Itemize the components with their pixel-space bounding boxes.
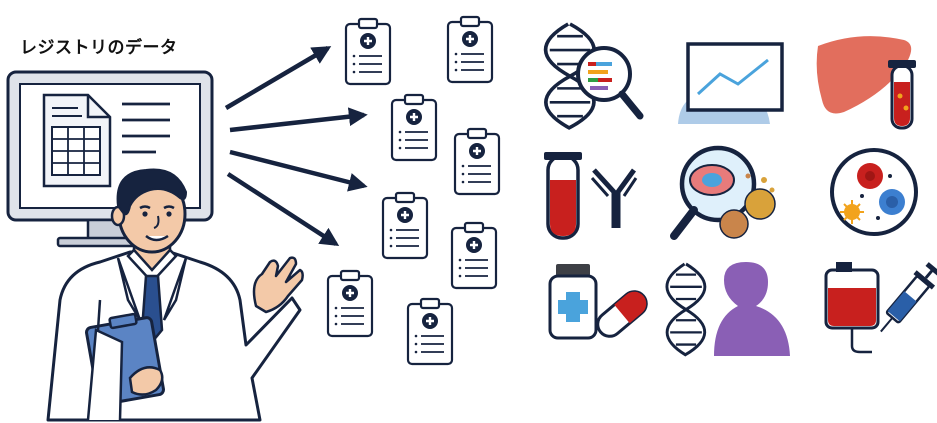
line-chart-presentation-icon — [678, 42, 784, 124]
dna-magnifier-icon — [543, 22, 644, 131]
arrow-icon — [224, 46, 368, 247]
spreadsheet-document-icon — [42, 93, 170, 188]
pill-bottle-capsule-icon — [548, 264, 648, 340]
liver-blood-tube-icon — [816, 36, 916, 130]
blood-cells-dish-icon — [830, 148, 918, 236]
registry-data-title: レジストリのデータ — [20, 38, 178, 58]
blood-tube-antibody-icon — [544, 152, 638, 240]
blood-bag-syringe-icon — [824, 262, 937, 354]
medical-clipboard-icon — [326, 15, 501, 366]
dna-human-silhouette-icon — [665, 262, 790, 357]
doctor-with-clipboard-icon — [46, 168, 304, 422]
cell-magnifier-icon — [670, 145, 776, 240]
